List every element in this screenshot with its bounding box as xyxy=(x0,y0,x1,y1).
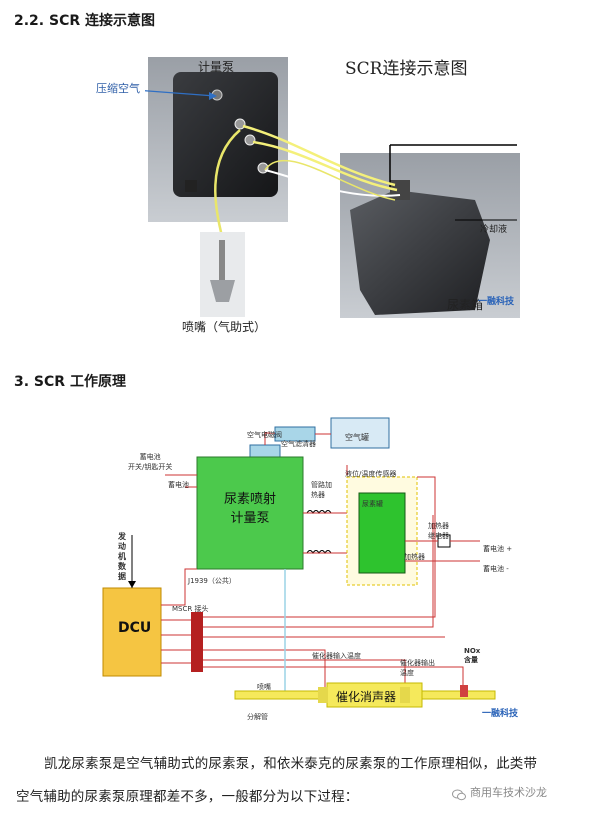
label-level-temp-sensor: 液位/温度传感器 xyxy=(345,470,397,478)
label-air-solenoid: 空气电磁阀 xyxy=(247,431,282,439)
label-nozzle: 喷嘴（气助式） xyxy=(182,320,267,334)
label-heater: 加热器 xyxy=(404,553,425,561)
wechat-icon xyxy=(452,786,466,801)
label-urea-tank-diagram: 尿素罐 xyxy=(362,500,383,508)
label-cat-in-temp: 催化器输入温度 xyxy=(312,652,361,660)
label-nozzle-diagram: 喷嘴 xyxy=(257,683,271,691)
label-urea-tank: 尿素箱 xyxy=(447,298,484,312)
paragraph-line-2: 空气辅助的尿素泵原理都差不多，一般都分为以下过程： xyxy=(16,789,359,805)
principle-diagram-svg xyxy=(102,417,496,708)
label-battery-key-switch: 蓄电池 开关/钥匙开关 xyxy=(128,453,173,471)
label-battery: 蓄电池 xyxy=(168,481,189,489)
dcu-block xyxy=(102,587,162,677)
figure-title-scr-connection: SCR连接示意图 xyxy=(345,59,468,79)
label-j1939: J1939（公共） xyxy=(188,577,236,585)
label-heater-relay: 加热器 继电器 xyxy=(428,522,449,540)
label-air-filter: 空气滤清器 xyxy=(281,440,316,448)
scr-connection-figure xyxy=(134,40,525,340)
label-battery-pos: 蓄电池 + xyxy=(483,545,513,553)
label-nox: NOx 含量 xyxy=(464,647,481,664)
nozzle-image xyxy=(210,280,235,302)
scr-principle-diagram xyxy=(85,405,525,725)
label-air-tank: 空气罐 xyxy=(345,433,369,442)
metering-pump-image xyxy=(173,72,278,197)
watermark-logo-diagram: 一融科技 xyxy=(482,709,519,719)
air-tank-box xyxy=(330,417,390,449)
label-engine-data: 发 动 机 数 据 xyxy=(118,532,126,581)
label-compressed-air: 压缩空气 xyxy=(96,82,140,95)
mscr-connector xyxy=(191,612,203,672)
label-coolant: 冷却液 xyxy=(480,225,508,235)
catalytic-muffler-label: 催化消声器 xyxy=(336,690,397,704)
label-decomp-tube: 分解管 xyxy=(247,713,268,721)
label-metering-pump: 计量泵 xyxy=(198,60,235,74)
section-heading-principle: 3. SCR 工作原理 xyxy=(14,374,126,390)
urea-tank-box xyxy=(358,492,406,574)
watermark-logo: 一融科技 xyxy=(478,297,515,307)
label-mscr: MSCR 接头 xyxy=(172,605,209,613)
label-battery-neg: 蓄电池 - xyxy=(483,565,509,573)
pump-block-label: 尿素喷射 计量泵 xyxy=(223,492,276,526)
dcu-label: DCU xyxy=(118,620,152,636)
label-pipe-heater: 管路加 热器 xyxy=(311,481,332,499)
urea-tank-image xyxy=(350,190,490,315)
section-heading-connection: 2.2. SCR 连接示意图 xyxy=(14,13,156,29)
paragraph-line-1: 凯龙尿素泵是空气辅助式的尿素泵，和依米泰克的尿素泵的工作原理相似，此类带 xyxy=(44,756,538,772)
urea-pump-block xyxy=(196,456,304,570)
wechat-account-name: 商用车技术沙龙 xyxy=(470,786,547,799)
wechat-watermark: 商用车技术沙龙 xyxy=(452,784,547,801)
label-cat-out-temp: 催化器输出 温度 xyxy=(400,659,435,677)
scr-connection-photo xyxy=(134,57,520,318)
